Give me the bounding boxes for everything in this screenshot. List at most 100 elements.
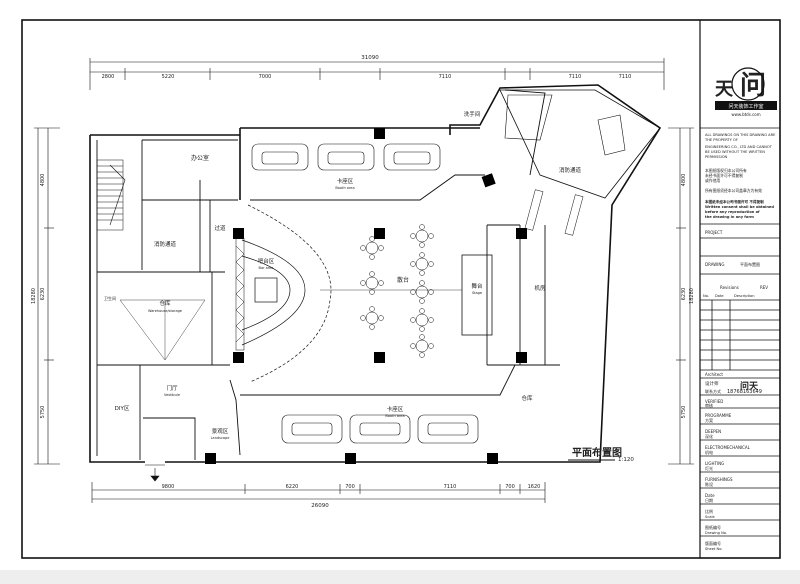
right-dim-1: 4800 — [681, 174, 687, 187]
warehouse-hatch — [119, 299, 206, 361]
bold-line-2: Written consent shall be obtained — [705, 205, 774, 209]
furnishings-cn: 陈设 — [705, 481, 713, 487]
notice-cn-3: 或作他用 — [705, 178, 720, 183]
top-dim-6: 7110 — [619, 74, 632, 80]
staircase — [96, 159, 126, 231]
lighting-truss — [235, 189, 584, 351]
project-label: PROJECT — [705, 230, 723, 235]
notice-en-4: BE USED WITHOUT THE WRITTEN — [705, 150, 765, 154]
no-label: No. — [703, 294, 709, 298]
stage-platform — [461, 254, 493, 336]
label-booth-top: 卡座区 — [337, 177, 354, 185]
label-stage: 舞台 — [471, 282, 483, 290]
bottom-dim-2: 6220 — [286, 484, 299, 490]
right-dim-3: 5750 — [681, 406, 687, 419]
notice-cn-2: 未经书面许可不得复制 — [705, 173, 743, 178]
main-entrance — [145, 464, 165, 482]
bar-counter — [241, 204, 332, 383]
floor-plan-drawing: 31090 2800 5220 7000 7110 7110 7110 9800… — [21, 19, 781, 559]
sheet-label: 版面编号 — [705, 540, 721, 546]
date-label-2: Date — [705, 493, 715, 498]
bold-line-1: 本图纸未经本公司书面许可 不得复制 — [704, 199, 764, 204]
drawing-label: DRAWING — [705, 262, 724, 267]
notice-en-1: ALL DRAWINGS ON THIS DRAWING ARE — [705, 133, 776, 137]
label-bar: 吧台区 — [258, 257, 275, 265]
fire-escape-inner-box — [504, 94, 553, 141]
label-booth-bottom: 卡座区 — [387, 405, 404, 413]
right-dim-2: 6230 — [681, 288, 687, 301]
label-bar-en: Bar area — [259, 266, 274, 270]
logo-char-left: 天 — [715, 79, 734, 100]
top-dimensions — [89, 58, 665, 90]
programme-label: PROGRAMME — [705, 413, 732, 418]
title-block — [700, 127, 780, 537]
label-walkway: 过道 — [214, 224, 226, 232]
bold-line-4: the drawing in any form — [705, 215, 754, 219]
bold-line-3: before any reproduction of — [705, 210, 760, 214]
logo-caption-bar — [715, 101, 777, 110]
top-dim-5: 7110 — [569, 74, 582, 80]
label-lobby-en: Vestibule — [164, 393, 180, 397]
label-landscape-en: Landscape — [211, 436, 230, 440]
description-label: Description — [734, 294, 754, 298]
revision-mark: REV — [760, 285, 768, 290]
top-dim-1: 2800 — [102, 74, 115, 80]
lighting-cn: 灯光 — [705, 465, 713, 471]
designer-signature: 问天 — [740, 380, 759, 392]
label-stage-en: Stage — [472, 291, 482, 295]
label-fire-escape-right: 消防通道 — [559, 166, 582, 174]
drawing-scale: 1:120 — [618, 457, 634, 463]
bottom-dimensions — [91, 482, 546, 503]
fire-escape-enclosure — [499, 89, 661, 199]
structural-columns — [205, 128, 527, 464]
notice-en-2: THE PROPERTY OF — [704, 138, 738, 142]
label-side-room: 机房 — [534, 284, 546, 292]
electro-cn: 机电 — [705, 449, 713, 455]
tel-value: 18768163649 — [727, 389, 762, 395]
drawing-no-en: Drawing No. — [705, 531, 727, 535]
right-total-dim: 18280 — [689, 288, 695, 304]
left-dim-3: 5750 — [40, 406, 46, 419]
sheet-en: Sheet No. — [705, 547, 723, 551]
viewer-footer-strip — [0, 570, 800, 584]
revision-label: Revisions — [720, 285, 739, 290]
tel-label: 联系方式 — [705, 388, 721, 394]
sheet-border — [21, 19, 781, 559]
deepen-cn: 深化 — [705, 433, 713, 439]
date-label: Date — [715, 294, 724, 298]
furnishings-label: FURNISHINGS — [705, 477, 733, 482]
bottom-dim-3: 700 — [345, 484, 355, 490]
label-storage-right: 仓库 — [521, 394, 533, 402]
drawing-title: 平面布置图 — [572, 446, 622, 459]
bottom-dim-1: 9800 — [162, 484, 175, 490]
top-dim-4: 7110 — [439, 74, 452, 80]
label-warehouse-en: Warehouse/storage — [148, 309, 182, 313]
top-dim-2: 5220 — [162, 74, 175, 80]
label-lobby: 门厅 — [166, 384, 178, 392]
deepen-label: DEEPEN — [705, 429, 721, 434]
logo-url: www.btds.com — [731, 112, 760, 117]
left-dim-1: 4800 — [40, 174, 46, 187]
dining-tables — [360, 224, 434, 358]
logo-ring-icon — [731, 67, 765, 101]
interior-walls — [96, 89, 560, 460]
label-booth-bottom-en: Booth area — [385, 414, 404, 418]
drawing-value: 平面布置图 — [740, 261, 760, 267]
label-warehouse: 仓库 — [159, 299, 171, 307]
label-dining: 散台 — [397, 276, 409, 284]
right-dimensions — [668, 127, 694, 465]
notice-en-5: PERMISSION — [705, 155, 728, 159]
left-total-dim: 18280 — [31, 288, 37, 304]
label-small-room: 卫生间 — [104, 295, 116, 301]
label-diy: DIY区 — [115, 405, 130, 412]
logo-caption: 问天装饰工作室 — [728, 103, 763, 110]
notice-cn-1: 本图纸版权归本公司所有 — [705, 168, 747, 173]
booth-seating-bottom — [281, 414, 479, 444]
left-dimensions — [34, 127, 60, 465]
label-washroom: 洗手间 — [464, 110, 481, 118]
scale-label: 比例 — [705, 508, 713, 514]
bottom-dim-5: 700 — [505, 484, 515, 490]
top-dim-3: 7000 — [259, 74, 272, 80]
bottom-dim-4: 7110 — [444, 484, 457, 490]
drawing-no-label: 图纸编号 — [705, 524, 721, 530]
